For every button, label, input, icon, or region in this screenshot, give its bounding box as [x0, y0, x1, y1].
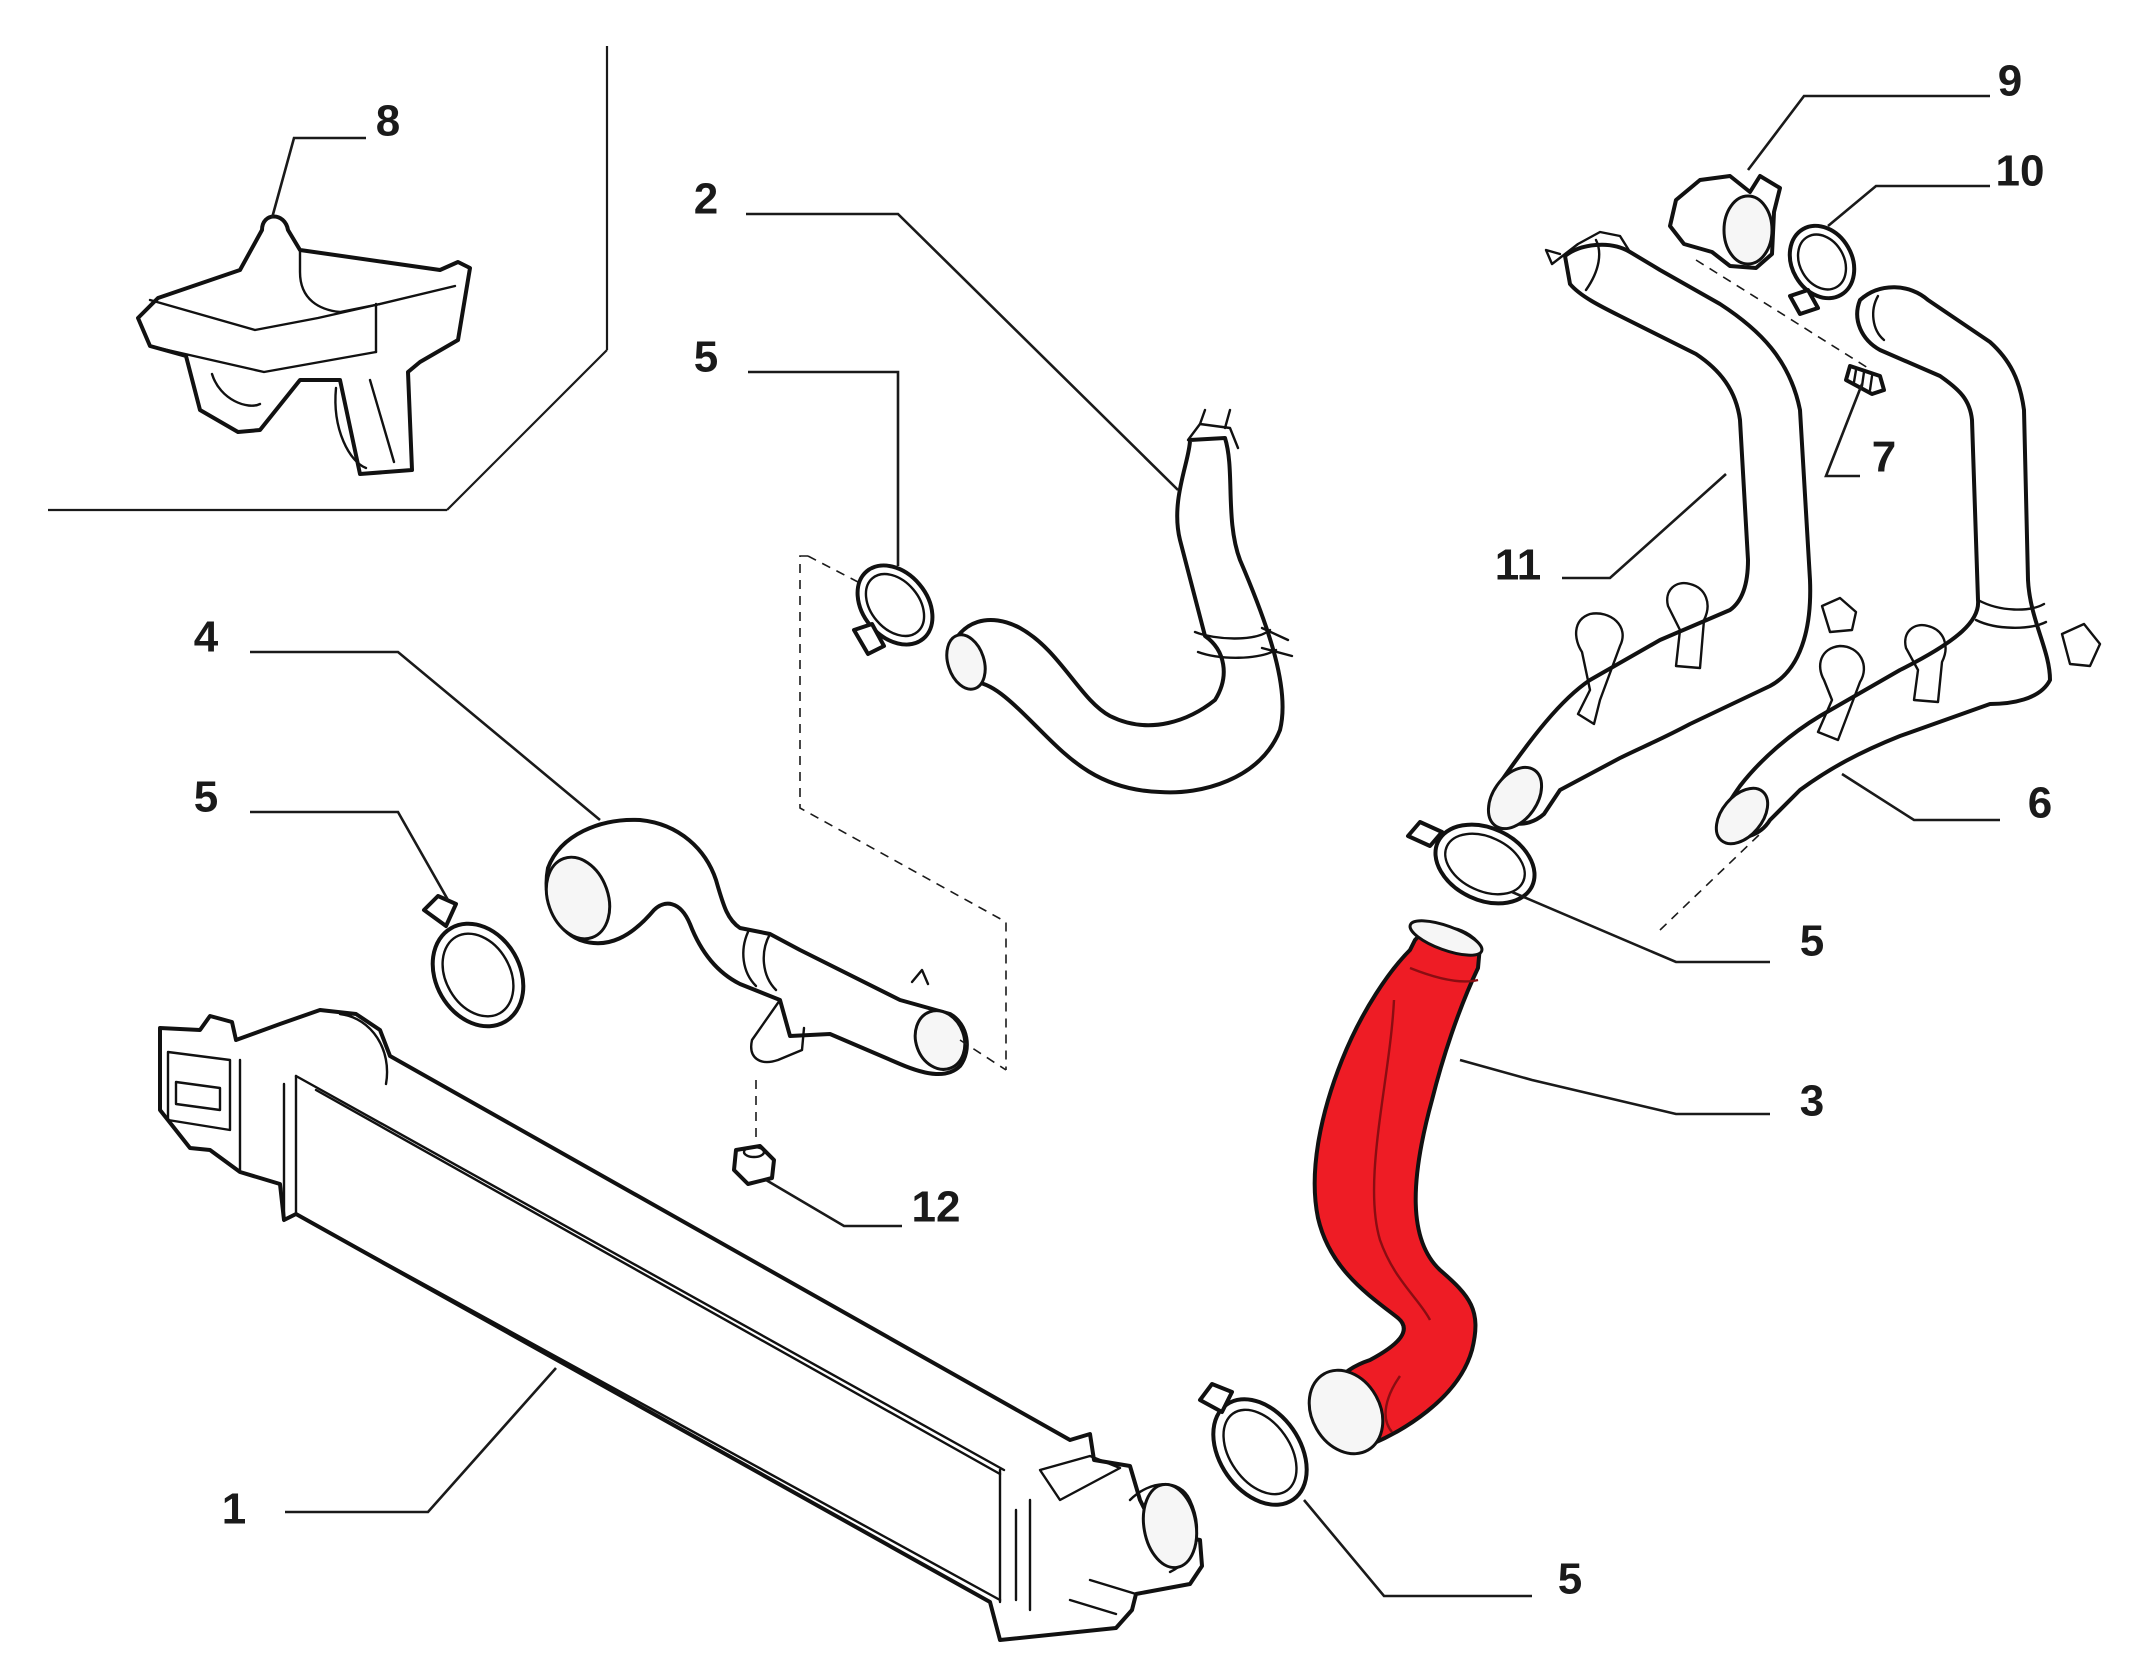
inset-frame — [48, 46, 609, 512]
clamp-5-bottom — [1198, 1382, 1309, 1507]
callout-12: 12 — [912, 1183, 961, 1232]
callout-5-left: 5 — [194, 773, 218, 822]
pipe-6 — [1714, 285, 2102, 846]
callout-6: 6 — [2028, 779, 2052, 828]
callout-10: 10 — [1996, 147, 2045, 196]
flange-9 — [1668, 174, 1782, 270]
callout-9: 9 — [1998, 57, 2022, 106]
callout-3: 3 — [1800, 1077, 1824, 1126]
callout-8: 8 — [376, 97, 400, 146]
screw-7 — [1844, 364, 1886, 396]
callout-5-top: 5 — [694, 333, 718, 382]
red-hose-3 — [1307, 919, 1484, 1456]
clamp-5-top — [852, 563, 935, 656]
inlet-pipe-4 — [544, 817, 969, 1077]
callout-5-right: 5 — [1800, 917, 1824, 966]
leader-lines — [250, 94, 2000, 1598]
clamp-5-left — [422, 894, 526, 1029]
clamp-10 — [1787, 223, 1857, 316]
callout-1: 1 — [222, 1485, 246, 1534]
callout-2: 2 — [694, 175, 718, 224]
intercooler-1 — [158, 1008, 1204, 1642]
callout-5-bottom: 5 — [1558, 1555, 1582, 1604]
callouts: 1 2 3 4 5 5 5 5 6 7 8 9 10 11 12 — [194, 57, 2052, 1604]
pipe-11 — [1486, 230, 1858, 831]
nut-12 — [732, 1144, 776, 1186]
callout-11: 11 — [1495, 541, 1542, 590]
callout-4: 4 — [194, 613, 219, 662]
callout-7: 7 — [1872, 433, 1896, 482]
clamp-5-right — [1406, 820, 1537, 906]
upper-hose-2 — [945, 408, 1294, 795]
bracket-8 — [136, 214, 472, 476]
assembly-lines — [755, 259, 1869, 1140]
